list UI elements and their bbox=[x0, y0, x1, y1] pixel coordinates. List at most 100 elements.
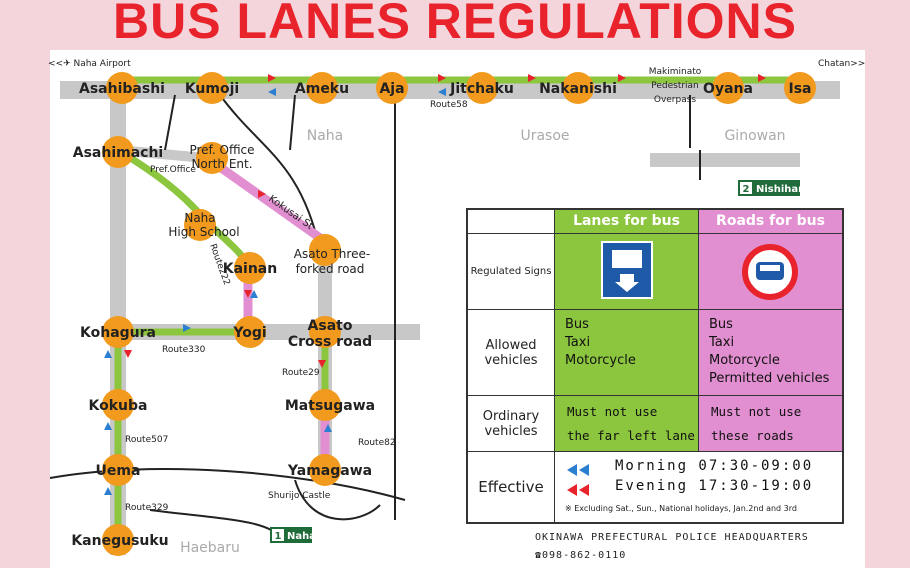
chatan-label: Chatan>> bbox=[818, 59, 865, 69]
allowed-lanes-taxi: Taxi bbox=[565, 335, 591, 350]
morning-arrows-icon bbox=[567, 461, 597, 480]
regulations-table: Lanes for bus only Roads for bus only Re… bbox=[466, 208, 844, 524]
effective-cell: Morning 07:30-09:00 Evening 17:30-19:00 … bbox=[555, 452, 842, 522]
allowed-roads-taxi: Taxi bbox=[709, 335, 735, 350]
asahibashi-label: Asahibashi bbox=[79, 81, 165, 97]
station-jitchaku bbox=[466, 72, 498, 104]
arrow-blue bbox=[104, 487, 112, 495]
arrow-blue bbox=[438, 88, 446, 96]
station-ameku bbox=[306, 72, 338, 104]
area-naha: Naha bbox=[307, 128, 344, 144]
arrow-red bbox=[124, 350, 132, 358]
roads-sign-cell bbox=[699, 234, 842, 310]
station-asato-cross bbox=[309, 316, 341, 348]
row-label-allowed: Allowed vehicles bbox=[468, 310, 555, 396]
station-aja bbox=[376, 72, 408, 104]
station-naha-high bbox=[184, 209, 216, 241]
arrow-blue bbox=[104, 422, 112, 430]
station-asato-three bbox=[309, 234, 341, 266]
station-matsugawa bbox=[309, 389, 341, 421]
bus-lane-sign-icon bbox=[601, 241, 653, 299]
evening-arrows-icon bbox=[567, 481, 597, 500]
arrow-red bbox=[438, 74, 446, 82]
asato-cross-1: Asato bbox=[308, 318, 353, 334]
arrow-red bbox=[258, 190, 266, 198]
kainan-label: Kainan bbox=[223, 261, 277, 277]
nishihara-badge: 2 Nishihara bbox=[738, 180, 810, 196]
arrow-red bbox=[618, 74, 626, 82]
black-roads bbox=[49, 94, 701, 541]
table-corner bbox=[468, 210, 555, 234]
nakanishi-label: Nakanishi bbox=[539, 81, 617, 97]
arrow-red bbox=[528, 74, 536, 82]
page-title: BUS LANES REGULATIONS bbox=[113, 0, 797, 49]
station-kanegusuku bbox=[102, 524, 134, 556]
ordinary-roads-2: these roads bbox=[711, 428, 794, 443]
naha-high-1: Naha bbox=[184, 211, 215, 225]
pref-office-north-1: Pref. Office bbox=[189, 143, 254, 157]
ordinary-lanes-2: the far left lane bbox=[567, 428, 695, 443]
allowed-label-2: vehicles bbox=[484, 352, 538, 368]
allowed-roads-bus: Bus bbox=[709, 317, 733, 332]
station-isa bbox=[784, 72, 816, 104]
morning-hours: Morning 07:30-09:00 bbox=[615, 458, 814, 474]
station-kohagura bbox=[102, 316, 134, 348]
arrow-red bbox=[758, 74, 766, 82]
station-kokuba bbox=[102, 389, 134, 421]
station-nakanishi bbox=[562, 72, 594, 104]
arrow-blue bbox=[268, 88, 276, 96]
pref-office-north-2: North Ent. bbox=[191, 157, 252, 171]
row-label-ordinary: Ordinary vehicles bbox=[468, 396, 555, 452]
route329-label: Route329 bbox=[125, 503, 169, 513]
arrow-blue bbox=[183, 324, 191, 332]
station-uema bbox=[102, 454, 134, 486]
ordinary-label-1: Ordinary bbox=[482, 408, 540, 424]
naha-exit-label: Naha bbox=[287, 531, 316, 542]
kohagura-label: Kohagura bbox=[80, 325, 156, 341]
pref-office-label: Pref.Office bbox=[150, 165, 196, 175]
ordinary-lanes-1: Must not use bbox=[567, 404, 658, 419]
area-urasoe: Urasoe bbox=[520, 128, 569, 144]
station-circles bbox=[102, 72, 816, 556]
bus-road-sign-icon bbox=[742, 244, 798, 300]
area-ginowan: Ginowan bbox=[724, 128, 785, 144]
aja-label: Aja bbox=[379, 81, 404, 97]
route58-label: Route58 bbox=[430, 100, 468, 110]
yamagawa-label: Yamagawa bbox=[287, 463, 372, 479]
station-pref-office bbox=[196, 142, 228, 174]
ordinary-roads-cell: Must not use these roads bbox=[699, 396, 842, 452]
station-oyana bbox=[712, 72, 744, 104]
station-yogi bbox=[234, 316, 266, 348]
route507-label: Route507 bbox=[125, 435, 168, 445]
footer-phone: ☎098-862-0110 bbox=[535, 550, 627, 561]
station-asahimachi bbox=[102, 136, 134, 168]
allowed-lanes-cell: Bus Taxi Motorcycle bbox=[555, 310, 699, 396]
overpass-label-3: Overpass bbox=[654, 95, 697, 105]
asato-three-2: forked road bbox=[296, 262, 365, 276]
ordinary-roads-1: Must not use bbox=[711, 404, 802, 419]
route82-label: Route82 bbox=[358, 438, 396, 448]
row-label-effective: Effective bbox=[468, 452, 555, 522]
pink-bus-roads bbox=[207, 156, 333, 470]
arrow-blue bbox=[324, 424, 332, 432]
allowed-label-1: Allowed bbox=[485, 337, 537, 353]
allowed-roads-motorcycle: Motorcycle bbox=[709, 353, 780, 368]
direction-arrows bbox=[104, 74, 766, 495]
header-lanes: Lanes for bus only bbox=[555, 210, 699, 251]
shurijo-label: Shurijo Castle bbox=[268, 491, 331, 501]
arrow-red bbox=[268, 74, 276, 82]
kokusai-label: Kokusai St bbox=[266, 193, 315, 232]
footer-hq: OKINAWA PREFECTURAL POLICE HEADQUARTERS bbox=[535, 532, 809, 543]
asato-three-1: Asato Three- bbox=[294, 247, 370, 261]
allowed-roads-cell: Bus Taxi Motorcycle Permitted vehicles bbox=[699, 310, 842, 396]
row-label-signs: Regulated Signs bbox=[468, 234, 555, 310]
matsugawa-label: Matsugawa bbox=[285, 398, 375, 414]
kanegusuku-label: Kanegusuku bbox=[71, 533, 168, 549]
naha-number: 1 bbox=[275, 531, 282, 542]
isa-label: Isa bbox=[789, 81, 812, 97]
ordinary-lanes-cell: Must not use the far left lane bbox=[555, 396, 699, 452]
nishihara-label: Nishihara bbox=[756, 184, 810, 195]
station-kainan bbox=[234, 252, 266, 284]
area-haebaru: Haebaru bbox=[180, 540, 240, 556]
